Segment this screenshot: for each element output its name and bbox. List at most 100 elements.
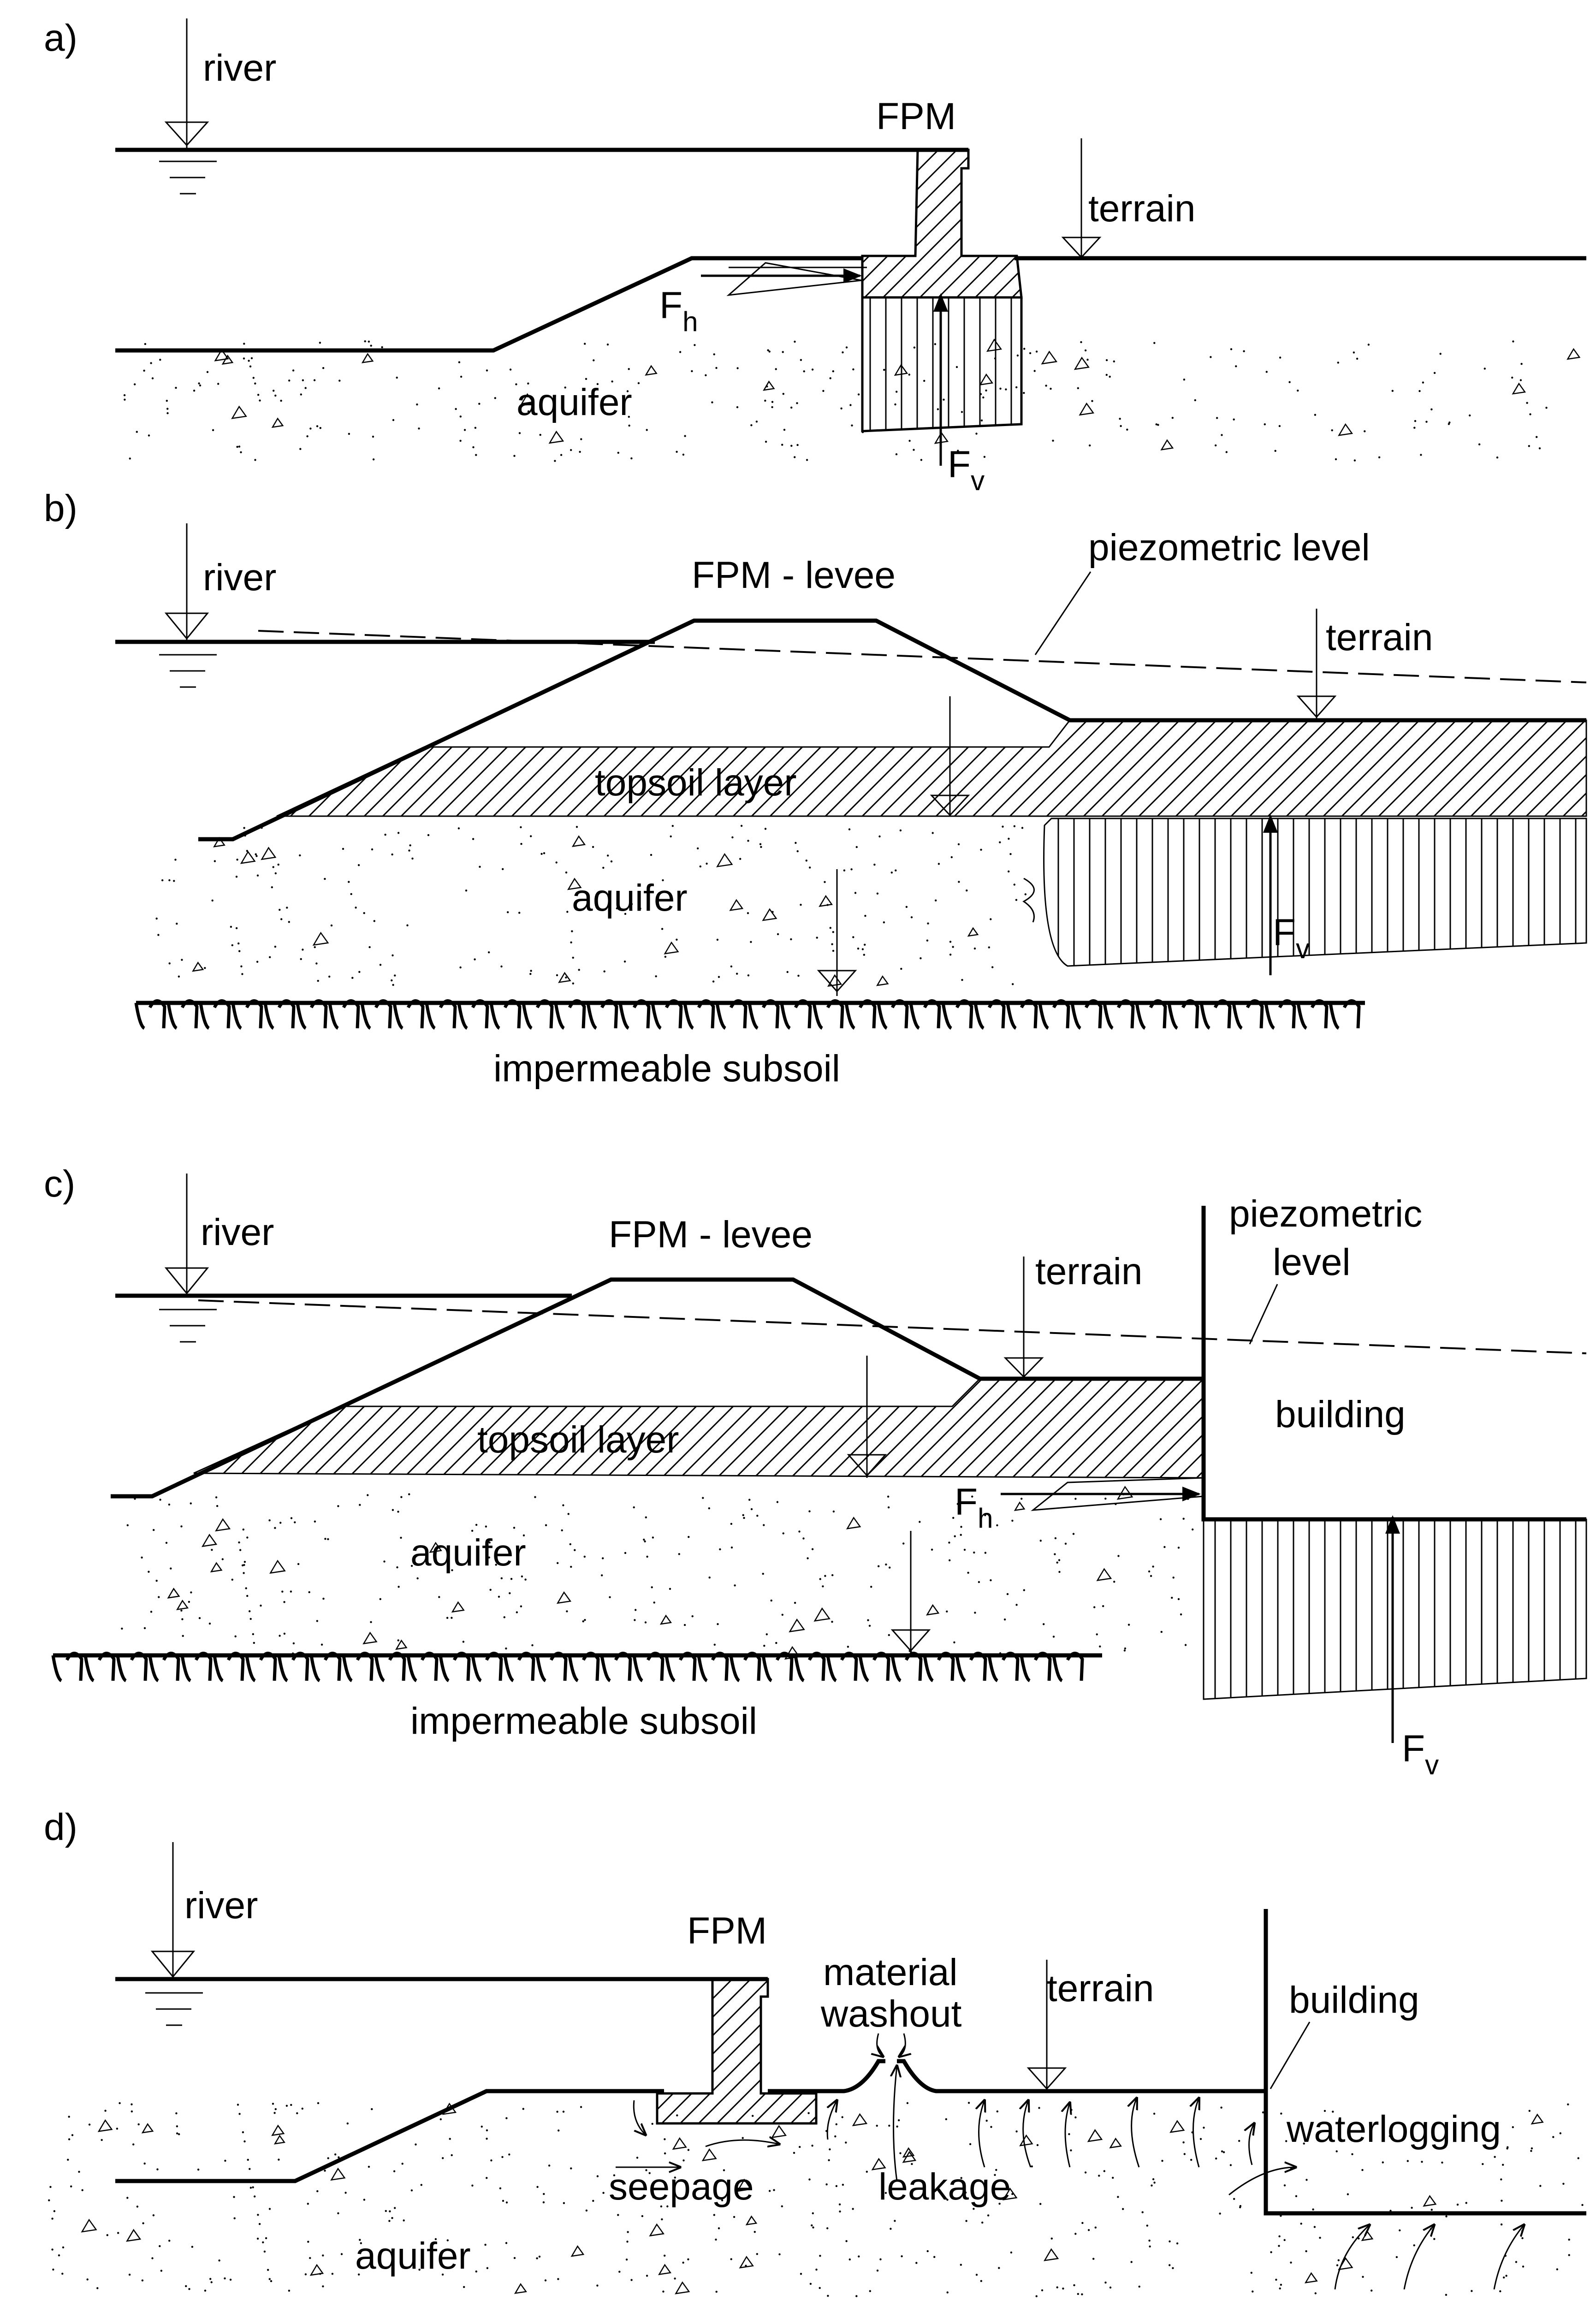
aquifer-dot: [502, 2199, 504, 2202]
aquifer-dot: [854, 892, 857, 894]
aquifer-dot: [873, 864, 876, 866]
aquifer-dot: [747, 840, 749, 842]
aquifer-dot: [625, 2259, 628, 2261]
aquifer-dot: [580, 438, 582, 440]
aquifer-dot: [699, 865, 702, 868]
aquifer-dot: [794, 456, 796, 458]
aquifer-dot: [669, 1588, 671, 1590]
aquifer-dot: [786, 971, 789, 973]
aquifer-dot: [808, 2178, 811, 2181]
aquifer-dot: [730, 2258, 732, 2260]
aquifer-dot: [852, 2208, 854, 2210]
aquifer-dot: [70, 2185, 72, 2187]
aquifer-grain: [141, 2123, 154, 2134]
aquifer-grain: [739, 2256, 754, 2269]
aquifer-dot: [990, 2126, 992, 2128]
aquifer-texture-b: [155, 824, 1026, 987]
aquifer-dot: [756, 2253, 759, 2255]
aquifer-dot: [1152, 2178, 1155, 2181]
aquifer-dot: [1080, 341, 1082, 344]
aquifer-dot: [81, 2189, 83, 2191]
aquifer-dot: [53, 2210, 56, 2212]
aquifer-dot: [713, 2214, 716, 2216]
aquifer-grain: [675, 2281, 690, 2294]
aquifer-dot: [996, 2110, 998, 2113]
panel-label-c: c): [44, 1163, 75, 1205]
aquifer-dot: [243, 1564, 245, 1566]
aquifer-dot: [920, 957, 922, 960]
aquifer-dot: [571, 930, 573, 932]
impermeable-subsoil-scallops-b: [134, 999, 1361, 1030]
aquifer-dot: [141, 1556, 143, 1559]
aquifer-grain: [1338, 423, 1353, 436]
aquifer-dot: [733, 2216, 736, 2218]
aquifer-dot: [742, 1514, 744, 1516]
aquifer-dot: [931, 1548, 933, 1551]
aquifer-dot: [1562, 2182, 1565, 2185]
aquifer-dot: [579, 451, 581, 453]
waterlogging-label-d: waterlogging: [1286, 2108, 1501, 2150]
aquifer-dot: [401, 2163, 403, 2165]
aquifer-grain: [126, 2229, 142, 2242]
aquifer-dot: [178, 2133, 180, 2135]
aquifer-dot: [949, 1559, 951, 1561]
aquifer-dot: [1418, 390, 1421, 392]
subsoil-scallop: [715, 999, 748, 1030]
aquifer-dot: [1219, 2212, 1221, 2215]
aquifer-dot: [984, 1552, 987, 1554]
aquifer-dot: [359, 1504, 361, 1506]
aquifer-grain: [240, 850, 256, 864]
aquifer-dot: [235, 876, 238, 878]
aquifer-dot: [1482, 2163, 1484, 2165]
aquifer-dot: [1288, 381, 1291, 383]
aquifer-grain: [871, 2158, 886, 2170]
aquifer-dot: [887, 1506, 890, 1509]
aquifer-dot: [1314, 2292, 1317, 2294]
aquifer-dot: [168, 879, 171, 882]
aquifer-dot: [1221, 2150, 1223, 2152]
aquifer-dot: [368, 2165, 370, 2168]
subsoil-scallop: [1006, 999, 1038, 1030]
aquifer-dot: [498, 1595, 500, 1598]
aquifer-dot: [340, 2253, 343, 2255]
aquifer-dot: [1283, 2184, 1286, 2187]
aquifer-dot: [990, 1579, 992, 1582]
aquifer-dot: [811, 2145, 813, 2147]
aquifer-dot: [676, 938, 678, 941]
aquifer-dot: [344, 2192, 347, 2194]
aquifer-dot: [1536, 436, 1538, 438]
panel-b: b) river FPM - levee piezometric level: [44, 487, 1587, 1090]
aquifer-dot: [606, 344, 609, 346]
aquifer-dot: [740, 824, 743, 827]
aquifer-dot: [570, 1565, 572, 1568]
aquifer-dot: [1015, 2130, 1018, 2133]
aquifer-dot: [1568, 2254, 1570, 2256]
aquifer-dot: [910, 916, 913, 919]
terrain-line-d: [768, 2059, 885, 2093]
aquifer-dot: [152, 2214, 155, 2217]
aquifer-dot: [731, 836, 734, 839]
aquifer-dot: [750, 424, 753, 427]
piezometric-leader-b: [1034, 571, 1092, 655]
aquifer-dot: [822, 390, 825, 392]
aquifer-dot: [1163, 1546, 1166, 1548]
aquifer-dot: [1152, 1565, 1154, 1568]
aquifer-dot: [1113, 360, 1115, 362]
aquifer-dot: [472, 446, 475, 449]
aquifer-dot: [1091, 400, 1093, 402]
aquifer-dot: [630, 457, 633, 460]
aquifer-dot: [277, 863, 279, 866]
aquifer-dot: [983, 456, 986, 458]
aquifer-dot: [389, 2210, 391, 2212]
aquifer-dot: [560, 454, 563, 456]
fh-label-a: Fh: [659, 285, 698, 337]
aquifer-dot: [206, 371, 209, 373]
aquifer-dot: [524, 1578, 527, 1581]
subsoil-scallop: [568, 1652, 600, 1683]
aquifer-grain: [261, 847, 277, 860]
aquifer-dot: [790, 445, 793, 447]
aquifer-dot: [900, 967, 902, 970]
aquifer-dot: [488, 951, 490, 954]
aquifer-dot: [1064, 1542, 1067, 1545]
subsoil-scallop: [1232, 999, 1264, 1030]
